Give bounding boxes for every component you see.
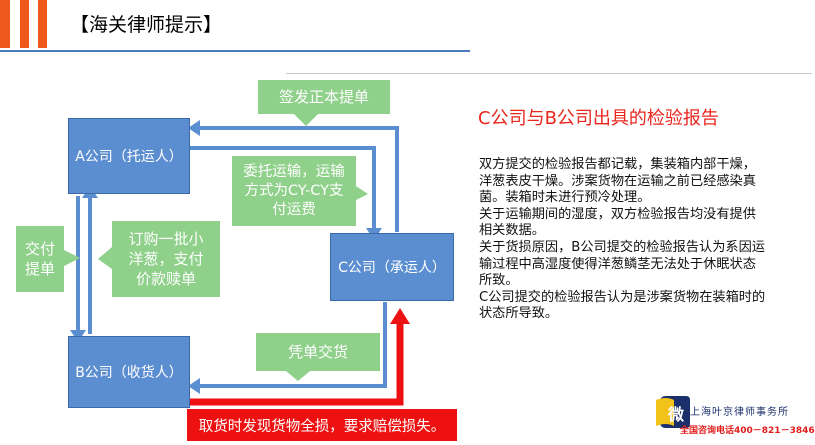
callout-order-line-2: 洋葱，支付 — [128, 250, 204, 268]
header-underline — [0, 50, 470, 52]
company-a-box: A公司（托运人） — [68, 118, 190, 194]
callout-entrust: 委托运输，运输 方式为CY-CY支 付运费 — [232, 156, 356, 226]
firm-phone: 全国咨询电话400－821－3846 — [680, 426, 815, 436]
callout-entrust-line-2: 方式为CY-CY支 — [244, 182, 344, 199]
company-c-box: C公司（承运人） — [330, 233, 454, 301]
report-paragraph: 关于运输期间的湿度，双方检验报告均没有提供相关数据。 — [479, 206, 756, 239]
header-accent-bar-2 — [20, 0, 29, 48]
firm-logo-icon — [656, 396, 690, 428]
callout-entrust-line-1: 委托运输，运输 — [243, 163, 345, 180]
callout-sign-bill-text: 签发正本提单 — [278, 87, 369, 106]
company-a-label: A公司（托运人） — [75, 149, 183, 165]
report-paragraph: C公司提交的检验报告认为是涉案货物在装箱时的状态所导致。 — [479, 289, 766, 322]
arrow-head-c-to-b — [188, 378, 200, 394]
firm-logo-mark: 微 — [668, 405, 685, 424]
company-b-label: B公司（收货人） — [75, 365, 183, 381]
header-accent-bar-3 — [38, 0, 47, 48]
page-title: 【海关律师提示】 — [70, 14, 223, 36]
callout-order-line-1: 订购一批小 — [128, 230, 204, 248]
company-c-label: C公司（承运人） — [338, 260, 446, 276]
report-paragraph: 关于货损原因，B公司提交的检验报告认为系因运输过程中高湿度使得洋葱鳞茎无法处于休… — [479, 239, 765, 289]
callout-entrust-line-3: 付运费 — [272, 201, 316, 218]
callout-delivery: 交付 提单 — [16, 226, 64, 292]
arrow-c-to-b — [196, 302, 387, 388]
report-body: 双方提交的检验报告都记载，集装箱内部干燥，洋葱表皮干燥。涉案货物在运输之前已经感… — [479, 157, 769, 323]
callout-delivery-line-2: 提单 — [24, 260, 55, 278]
company-b-box: B公司（收货人） — [68, 336, 190, 408]
arrow-head-c-to-a — [188, 120, 200, 136]
claim-banner-text: 取货时发现货物全损，要求赔偿损失。 — [198, 418, 446, 435]
callout-order: 订购一批小 洋葱，支付 价款赎单 — [112, 221, 220, 297]
header-accent-bar-1 — [0, 0, 10, 48]
firm-name: 上海叶京律师事务所 — [690, 407, 789, 418]
content-divider — [286, 73, 812, 74]
callout-sign-bill: 签发正本提单 — [258, 80, 390, 114]
report-paragraph: 双方提交的检验报告都记载，集装箱内部干燥，洋葱表皮干燥。涉案货物在运输之前已经感… — [479, 157, 756, 206]
callout-delivery-line-1: 交付 — [24, 239, 55, 258]
callout-voucher: 凭单交货 — [256, 333, 380, 371]
arrow-head-claim-red — [390, 308, 410, 324]
callout-voucher-text: 凭单交货 — [287, 342, 348, 361]
arrow-a-to-c — [190, 146, 376, 232]
claim-banner: 取货时发现货物全损，要求赔偿损失。 — [186, 408, 458, 442]
report-title: C公司与B公司出具的检验报告 — [478, 108, 719, 129]
callout-order-line-3: 价款赎单 — [135, 270, 196, 288]
arrow-claim-red — [190, 322, 404, 406]
